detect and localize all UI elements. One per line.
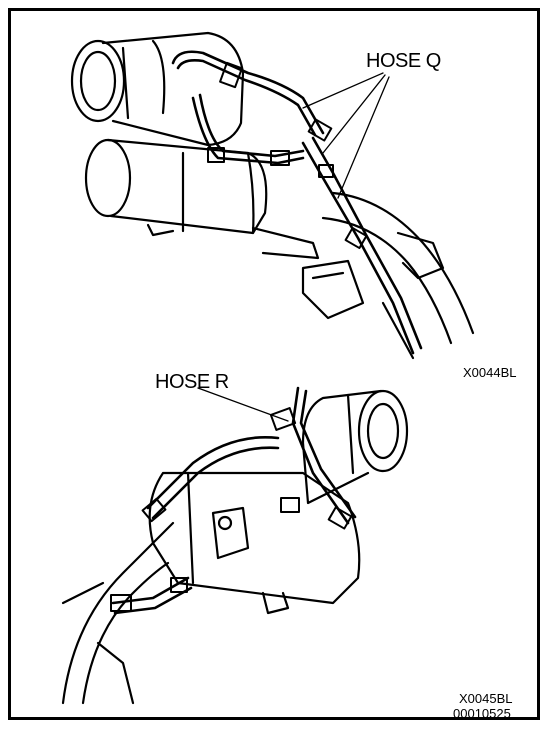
callout-hose-r: HOSE R	[155, 371, 229, 393]
top-tank	[84, 138, 320, 260]
bottom-canister	[301, 389, 409, 505]
figure-code-top: X0044BL	[463, 365, 517, 380]
top-hose-q	[171, 50, 423, 355]
top-canister	[70, 31, 245, 147]
top-assembly-drawing	[70, 31, 475, 360]
line-illustration	[61, 31, 475, 705]
bottom-hose-r-leader	[197, 387, 289, 422]
callout-hose-q: HOSE Q	[366, 50, 441, 72]
bottom-hose-r	[111, 386, 357, 615]
bottom-frame-rails	[61, 521, 175, 705]
bottom-tank	[148, 471, 361, 615]
figure-frame: HOSE Q HOSE R X0044BL X0045BL 00010525	[8, 8, 540, 720]
bottom-clamps	[110, 407, 353, 612]
top-frame-rails	[301, 191, 475, 360]
top-hose-q-leaders	[302, 72, 390, 199]
figure-code-bottom: X0045BL	[459, 691, 513, 706]
top-clamps	[207, 61, 368, 250]
document-number: 00010525	[453, 706, 511, 721]
bottom-assembly-drawing	[61, 386, 409, 705]
